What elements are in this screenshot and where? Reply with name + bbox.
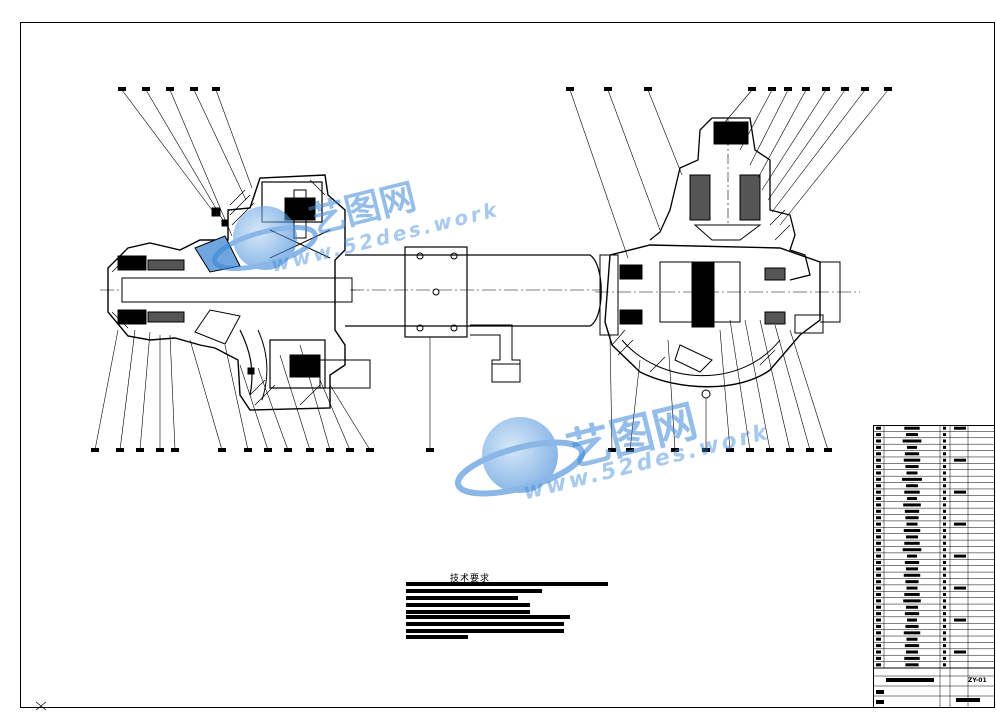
parts-list-table <box>873 425 995 708</box>
drawing-code: ZY-01 <box>968 677 987 684</box>
hub-reducer-assembly <box>100 174 371 411</box>
main-reducer-assembly <box>595 117 860 399</box>
drawing-border <box>20 22 995 708</box>
tech-requirements: 技术要求 <box>405 571 615 584</box>
balloon-labels <box>91 87 892 452</box>
leader-lines <box>94 89 889 451</box>
corner-mark <box>35 701 47 711</box>
watermark-logo-top <box>212 206 318 271</box>
tech-requirements-title: 技术要求 <box>449 574 490 584</box>
watermark-logo-bottom <box>454 417 586 497</box>
tech-requirements-lines <box>406 582 608 639</box>
axle-housing-tube <box>345 246 602 383</box>
